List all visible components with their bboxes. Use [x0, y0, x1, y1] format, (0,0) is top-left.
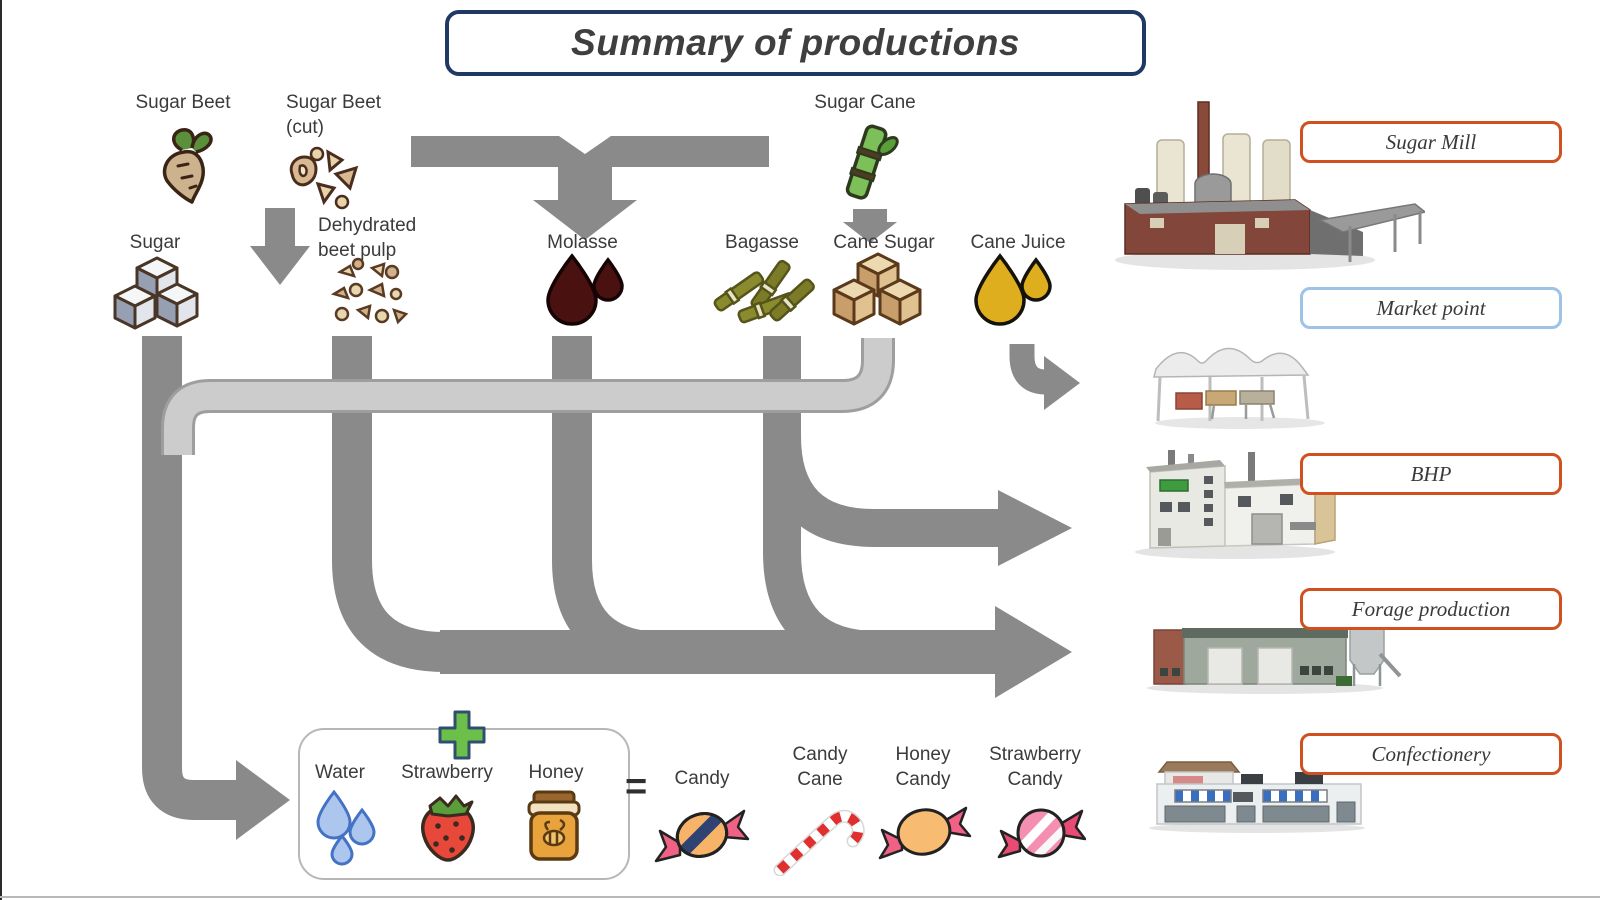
candy-icon: [654, 809, 750, 863]
flow-beetcut-down-stem: [265, 208, 295, 246]
sugar-cane-icon: [845, 124, 899, 200]
flow-merge-to-molasse: [411, 136, 769, 240]
honey-icon: [527, 790, 581, 861]
label-candy-cane-line2: Cane: [797, 769, 843, 791]
strawberry-icon: [421, 794, 475, 862]
facility-confectionery-text: Confectionery: [1371, 741, 1491, 766]
water-icon: [316, 790, 376, 866]
equals-sign: =: [625, 766, 648, 808]
flow-cane-down-stem: [853, 209, 887, 223]
label-candy: Candy: [674, 768, 730, 789]
flow-forage-arrowhead: [995, 606, 1072, 698]
label-bagasse: Bagasse: [725, 232, 799, 253]
bhp-building-image: [1135, 450, 1336, 559]
label-cane-juice: Cane Juice: [970, 232, 1066, 253]
molasse-icon: [546, 253, 624, 326]
facility-market-point-text: Market point: [1376, 295, 1486, 320]
forage-production-building-image: [1147, 623, 1402, 694]
market-point-tent-image: [1153, 347, 1325, 429]
label-beet-pulp: Dehydrated beet pulp: [318, 213, 458, 263]
plus-icon: [438, 710, 486, 760]
flow-beetcut-down-arrowhead: [250, 246, 310, 285]
label-cane-sugar: Cane Sugar: [833, 232, 935, 253]
flow-pulp-to-forage: [332, 336, 470, 672]
label-candy-cane-line1: Candy: [792, 744, 848, 765]
flow-canejuice-arrowhead: [1044, 356, 1080, 410]
bagasse-icon: [713, 259, 815, 324]
facility-label-confectionery: Confectionery: [1300, 733, 1562, 775]
label-strawberry-candy: Strawberry Candy: [975, 742, 1095, 792]
label-sugar-beet-cut-line1: Sugar Beet: [286, 92, 382, 113]
facility-label-sugar-mill: Sugar Mill: [1300, 121, 1562, 163]
label-honey-candy-line1: Honey: [895, 744, 951, 765]
facility-sugar-mill-text: Sugar Mill: [1385, 129, 1477, 154]
facility-bhp-text: BHP: [1410, 461, 1452, 486]
flow-sugar-arrowhead: [236, 760, 290, 840]
facility-label-forage-production: Forage production: [1300, 588, 1562, 630]
candy-cane-icon: [773, 809, 865, 876]
flow-bhp-arrowhead: [998, 490, 1072, 566]
sugar-beet-icon: [162, 128, 213, 204]
label-sugar-cane: Sugar Cane: [814, 92, 916, 113]
label-honey-candy-line2: Candy: [895, 769, 951, 791]
confectionery-building-image: [1149, 761, 1365, 833]
label-strawberry-candy-line2: Candy: [1007, 769, 1063, 791]
beet-pulp-icon: [330, 257, 409, 325]
label-strawberry-candy-line1: Strawberry: [989, 744, 1081, 765]
page-title: Summary of productions: [571, 22, 1020, 63]
title-box: Summary of productions: [445, 10, 1146, 76]
label-strawberry: Strawberry: [401, 762, 493, 783]
label-honey: Honey: [528, 762, 584, 783]
sugar-beet-cut-icon: [289, 146, 359, 210]
strawberry-candy-icon: [997, 808, 1086, 859]
cane-sugar-icon: [832, 252, 922, 326]
label-sugar-beet: Sugar Beet: [135, 92, 231, 113]
label-candy-cane: Candy Cane: [778, 742, 862, 792]
label-beet-pulp-line1: Dehydrated: [318, 215, 417, 236]
label-molasse: Molasse: [547, 232, 618, 253]
label-sugar-beet-cut: Sugar Beet (cut): [286, 90, 416, 140]
cane-juice-icon: [974, 253, 1052, 326]
honey-candy-icon: [878, 806, 972, 860]
flow-canejuice-to-market: [1009, 344, 1047, 395]
slide-left-border: [0, 0, 2, 900]
label-sugar-beet-cut-line2: (cut): [286, 117, 324, 139]
sugar-icon: [113, 256, 199, 330]
label-beet-pulp-line2: beet pulp: [318, 240, 397, 262]
facility-label-bhp: BHP: [1300, 453, 1562, 495]
label-water: Water: [315, 762, 365, 783]
flow-cane-down-arrowhead: [843, 222, 897, 243]
flow-canesugar-to-sugar: [164, 338, 892, 455]
flow-sugar-to-confectionery: [142, 336, 240, 820]
facility-forage-production-text: Forage production: [1351, 596, 1511, 621]
label-honey-candy: Honey Candy: [878, 742, 968, 792]
facility-label-market-point: Market point: [1300, 287, 1562, 329]
slide-bottom-border: [0, 896, 1600, 898]
sugar-mill-building-image: [1115, 101, 1425, 270]
label-sugar: Sugar: [129, 232, 181, 253]
